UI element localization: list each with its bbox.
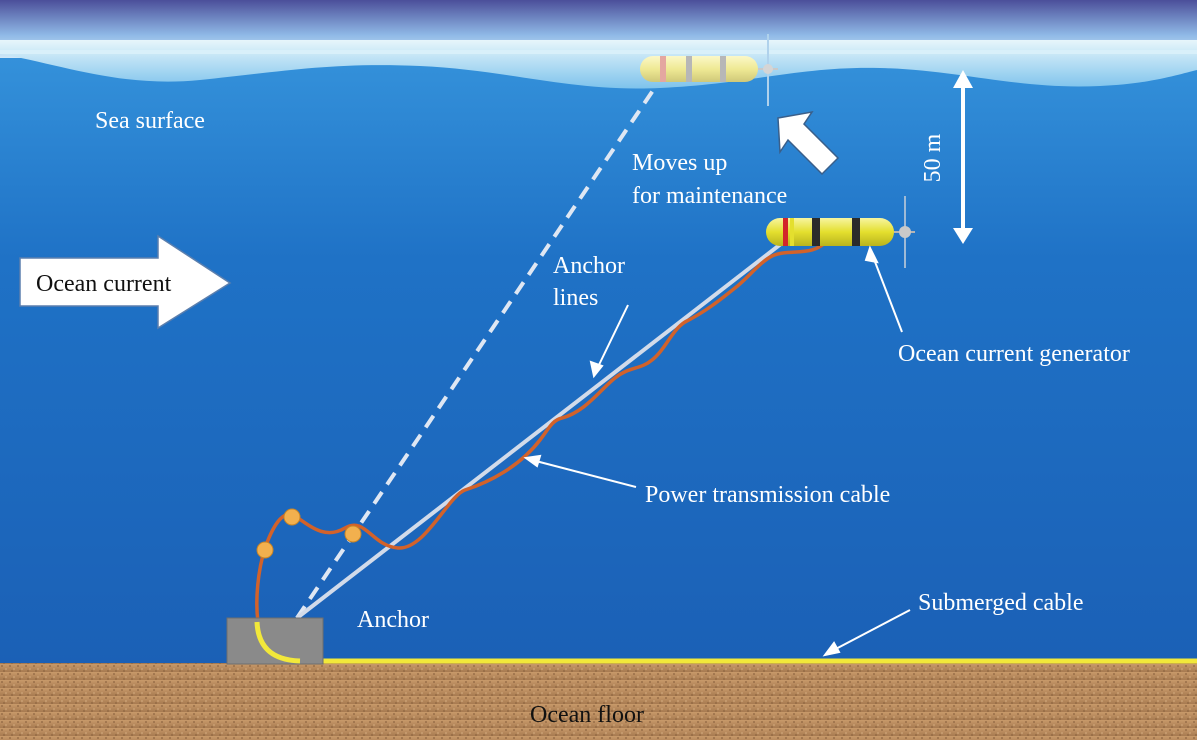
sea-waves (0, 40, 1197, 89)
generator-pointer (871, 253, 903, 333)
anchor-lines-pointer-head (589, 360, 604, 379)
anchor-lines-pointer (595, 304, 629, 372)
submerged-cable-pointer (829, 609, 911, 653)
label-anchor: Anchor (357, 607, 429, 633)
label-ocean-floor: Ocean floor (530, 702, 644, 728)
label-ocean-current: Ocean current (36, 271, 172, 297)
cable-float-2 (283, 508, 301, 526)
power-cable-pointer-head (523, 454, 542, 468)
label-moves-up-1: Moves up (632, 150, 727, 176)
power-cable-pointer (531, 459, 637, 488)
label-sea-surface: Sea surface (95, 108, 205, 134)
ocean-current-arrow (19, 234, 232, 330)
cable-float-1 (256, 541, 274, 559)
ocean-floor-ground (0, 663, 1197, 740)
anchor-line-dashed (295, 84, 658, 620)
power-transmission-cable (255, 238, 830, 623)
surfaced-generator (640, 34, 778, 106)
depth-arrow (953, 70, 973, 244)
submerged-cable-pointer-head (822, 641, 841, 657)
submerged-cable-in-anchor (254, 621, 301, 664)
moves-up-arrow (777, 110, 840, 176)
label-anchor-lines-2: lines (553, 285, 598, 311)
generator-pointer-head (864, 245, 879, 264)
label-depth: 50 m (920, 133, 946, 182)
anchor-line-solid (295, 238, 788, 620)
label-power-cable: Power transmission cable (645, 482, 890, 508)
label-anchor-lines-1: Anchor (553, 253, 625, 279)
cable-float-3 (344, 525, 362, 543)
ocean-current-generator-device (766, 196, 915, 268)
label-submerged-cable: Submerged cable (918, 590, 1084, 616)
label-moves-up-2: for maintenance (632, 183, 787, 209)
label-generator: Ocean current generator (898, 341, 1130, 367)
